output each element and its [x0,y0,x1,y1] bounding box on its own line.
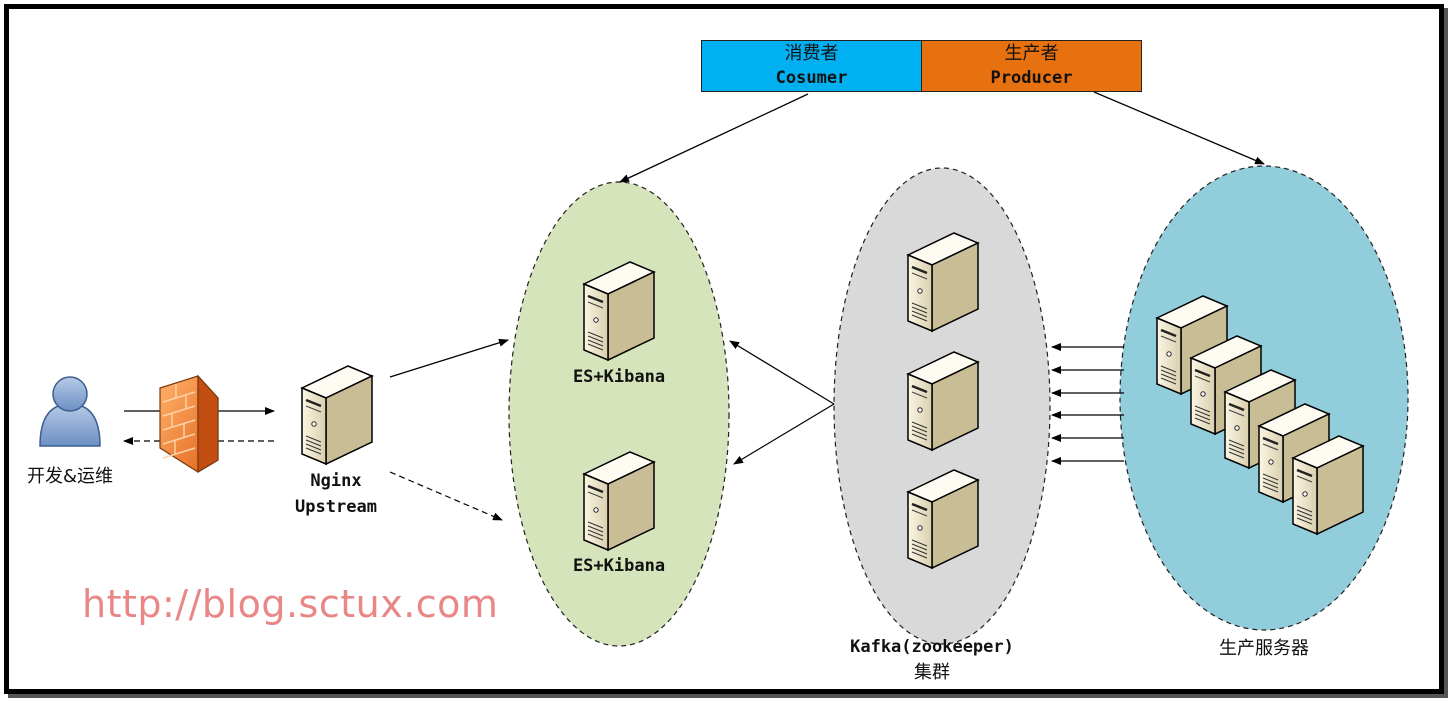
nginx-label: Nginx Upstream [276,468,396,520]
es-cluster-ellipse [508,181,730,647]
nginx-server-icon [300,364,374,466]
legend-to-es-arrow [619,93,809,183]
legend-to-producers-arrow [1093,91,1265,165]
legend-consumer-en: Cosumer [775,68,848,88]
legend-producer-cn: 生产者 [1004,43,1059,64]
firewall-icon [159,374,219,474]
user-icon [39,376,101,447]
kafka-label-line2: 集群 [914,662,950,683]
legend-consumer: 消费者 Cosumer [701,40,922,92]
kafka-label-line1: Kafka(zookeeper) [850,637,1014,657]
nginx-label-line1: Nginx [310,471,362,491]
nginx-to-es-top-arrow [389,338,509,378]
legend-consumer-cn: 消费者 [784,43,839,64]
legend-producer-en: Producer [990,68,1073,88]
kafka-label: Kafka(zookeeper) 集群 [822,634,1042,686]
es-top-label: ES+Kibana [572,367,666,387]
user-label: 开发&运维 [26,466,114,487]
es-bottom-label: ES+Kibana [572,556,666,576]
watermark-url: http://blog.sctux.com [82,582,499,626]
legend-producer: 生产者 Producer [921,40,1142,92]
kafka-to-es-top-arrow [729,340,835,405]
nginx-label-line2: Upstream [295,497,377,517]
kafka-to-es-bottom-arrow [733,403,835,465]
producers-label: 生产服务器 [1219,638,1309,659]
producer-to-kafka-arrows [1051,343,1124,465]
nginx-to-es-bottom-arrow [389,471,503,521]
